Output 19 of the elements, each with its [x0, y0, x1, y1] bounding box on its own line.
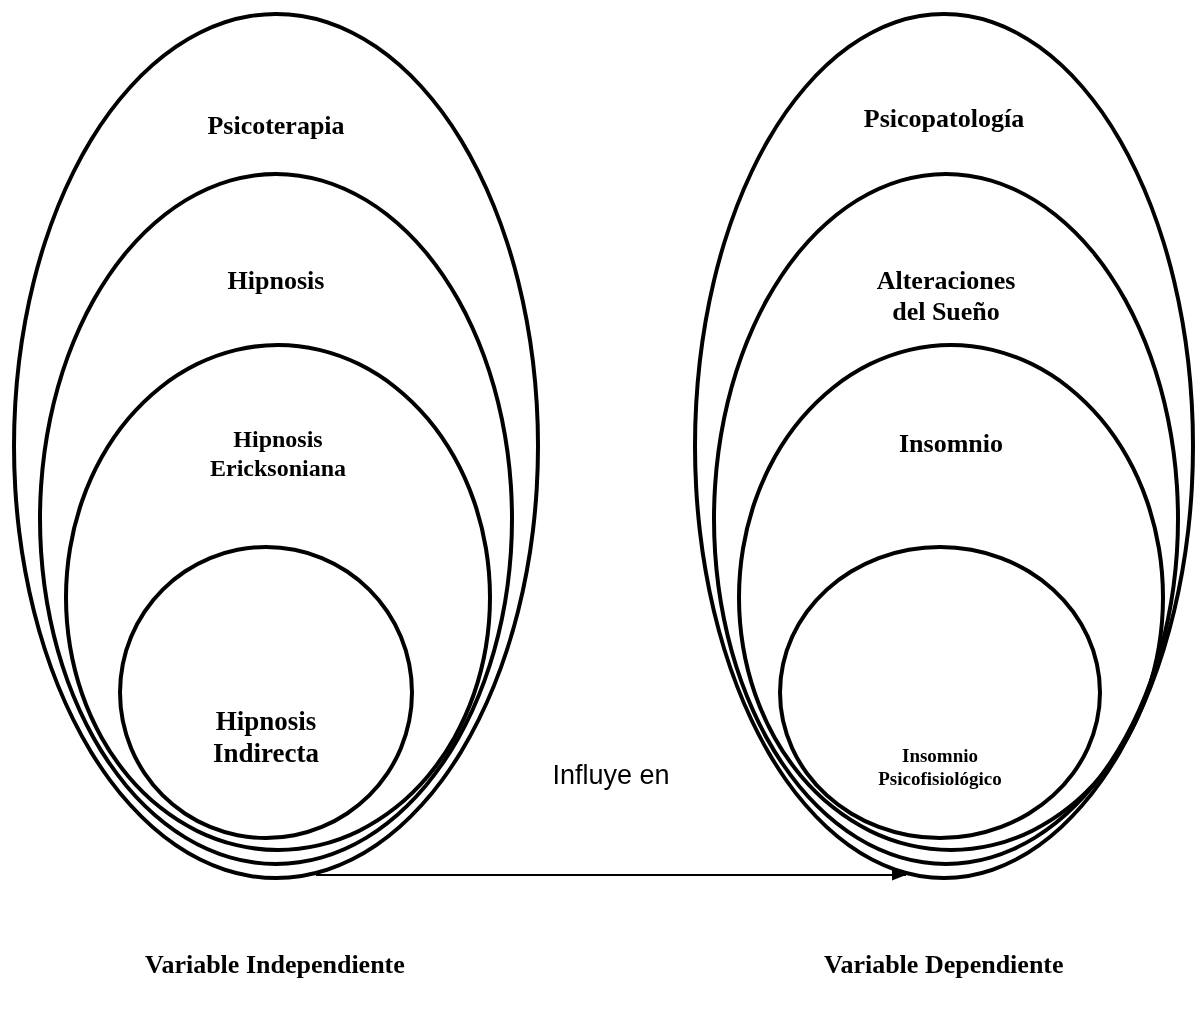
ellipse-label: Hipnosis Ericksoniana — [209, 425, 347, 483]
caption-text: Variable Independiente — [145, 950, 405, 980]
category-ellipse — [38, 172, 514, 866]
ellipse-label: Hipnosis Indirecta — [212, 705, 320, 770]
category-ellipse — [64, 343, 492, 852]
ellipse-label: Alteraciones del Sueño — [875, 265, 1017, 328]
category-ellipse — [737, 343, 1165, 852]
category-ellipse — [778, 545, 1102, 840]
ellipse-label: Insomnio — [898, 428, 1003, 460]
arrow — [314, 869, 907, 881]
category-ellipse — [693, 12, 1195, 880]
ellipse-label: Psicopatología — [863, 103, 1025, 135]
ellipse-label: Insomnio Psicofisiológico — [877, 745, 1003, 791]
ellipse-label: Hipnosis — [227, 265, 325, 297]
category-ellipse — [712, 172, 1180, 866]
ellipse-label: Psicoterapia — [207, 110, 345, 142]
category-ellipse — [118, 545, 414, 840]
caption-text: Variable Dependiente — [824, 950, 1064, 980]
category-ellipse — [12, 12, 540, 880]
